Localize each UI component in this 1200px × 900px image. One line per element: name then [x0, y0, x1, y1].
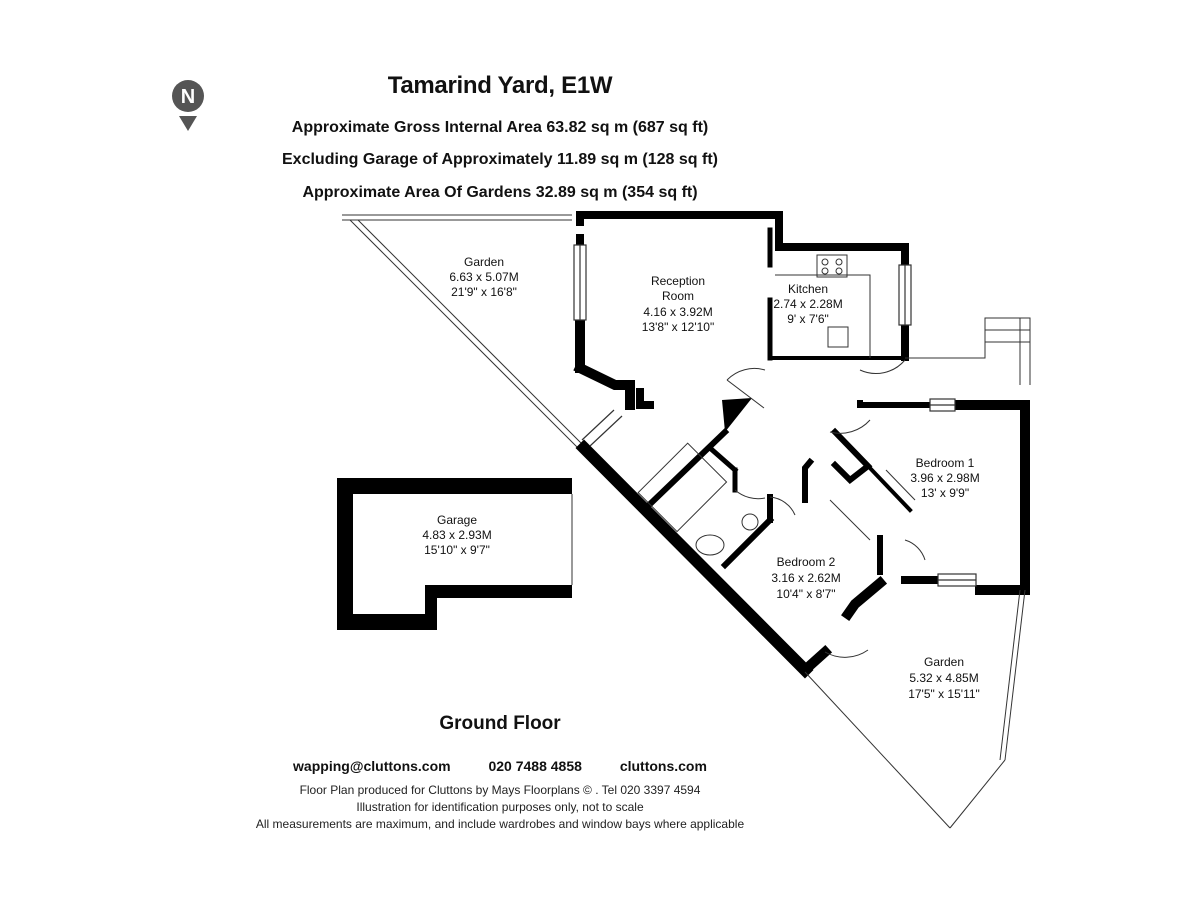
contact-website[interactable]: cluttons.com	[619, 758, 707, 774]
garden-south-boundary	[804, 589, 1026, 829]
svg-text:13'8" x 12'10": 13'8" x 12'10"	[642, 320, 715, 334]
contact-details: wapping@cluttons.com 020 7488 4858 clutt…	[0, 758, 1000, 774]
fixtures	[637, 254, 916, 556]
compass-letter: N	[181, 86, 195, 108]
svg-text:3.16 x 2.62M: 3.16 x 2.62M	[771, 571, 840, 585]
room-label-garage: Garage 4.83 x 2.93M 15'10" x 9'7"	[422, 513, 491, 557]
hob-icon	[816, 254, 848, 278]
svg-text:Reception: Reception	[651, 274, 705, 288]
excluding-garage-area: Excluding Garage of Approximately 11.89 …	[282, 151, 718, 168]
svg-text:15'10" x 9'7": 15'10" x 9'7"	[424, 543, 490, 557]
svg-text:4.83 x 2.93M: 4.83 x 2.93M	[422, 528, 491, 542]
contact-email[interactable]: wapping@cluttons.com	[293, 758, 451, 774]
diagonal-window	[581, 409, 623, 447]
garage-walls	[337, 478, 573, 630]
room-label-bedroom-1: Bedroom 1 3.96 x 2.98M 13' x 9'9"	[910, 456, 979, 500]
gardens-area: Approximate Area Of Gardens 32.89 sq m (…	[302, 184, 698, 201]
plan-title: Tamarind Yard, E1W	[387, 72, 613, 99]
svg-text:21'9" x 16'8": 21'9" x 16'8"	[451, 285, 517, 299]
svg-text:Garden: Garden	[464, 255, 504, 269]
windows	[573, 244, 977, 587]
svg-text:Garden: Garden	[924, 655, 964, 669]
svg-text:Room: Room	[662, 289, 694, 303]
svg-text:4.16 x 3.92M: 4.16 x 3.92M	[643, 305, 712, 319]
svg-text:Kitchen: Kitchen	[788, 282, 828, 296]
room-label-kitchen: Kitchen 2.74 x 2.28M 9' x 7'6"	[773, 282, 842, 326]
north-compass-icon: N	[172, 80, 204, 131]
footer-measurements-note: All measurements are maximum, and includ…	[255, 817, 745, 831]
svg-text:Garage: Garage	[437, 513, 477, 527]
bath-icon	[637, 442, 728, 533]
svg-text:Bedroom 1: Bedroom 1	[916, 456, 975, 470]
floor-name: Ground Floor	[439, 713, 561, 734]
svg-text:6.63 x 5.07M: 6.63 x 5.07M	[449, 270, 518, 284]
svg-text:9' x 7'6": 9' x 7'6"	[787, 312, 829, 326]
room-label-reception: Reception Room 4.16 x 3.92M 13'8" x 12'1…	[642, 274, 715, 334]
svg-text:10'4" x 8'7": 10'4" x 8'7"	[776, 587, 835, 601]
contact-phone[interactable]: 020 7488 4858	[488, 758, 582, 774]
external-stairs	[905, 317, 1031, 385]
svg-text:17'5" x 15'11": 17'5" x 15'11"	[908, 687, 980, 701]
sink-icon	[827, 326, 849, 348]
room-label-garden-south: Garden 5.32 x 4.85M 17'5" x 15'11"	[908, 655, 980, 701]
svg-text:2.74 x 2.28M: 2.74 x 2.28M	[773, 297, 842, 311]
svg-text:5.32 x 4.85M: 5.32 x 4.85M	[909, 671, 978, 685]
svg-text:3.96 x 2.98M: 3.96 x 2.98M	[910, 471, 979, 485]
door-swings	[726, 359, 926, 658]
garden-north-boundary	[342, 214, 583, 451]
svg-text:Bedroom 2: Bedroom 2	[777, 555, 836, 569]
basin-icon	[741, 513, 759, 531]
room-label-garden-north: Garden 6.63 x 5.07M 21'9" x 16'8"	[449, 255, 518, 299]
apartment-walls	[573, 211, 1030, 679]
gross-internal-area: Approximate Gross Internal Area 63.82 sq…	[291, 119, 709, 136]
svg-text:13' x 9'9": 13' x 9'9"	[921, 486, 969, 500]
footer-disclaimer: Illustration for identification purposes…	[356, 800, 644, 814]
toilet-icon	[695, 534, 725, 556]
room-label-bedroom-2: Bedroom 2 3.16 x 2.62M 10'4" x 8'7"	[771, 555, 840, 601]
footer-producer: Floor Plan produced for Cluttons by Mays…	[299, 783, 701, 797]
